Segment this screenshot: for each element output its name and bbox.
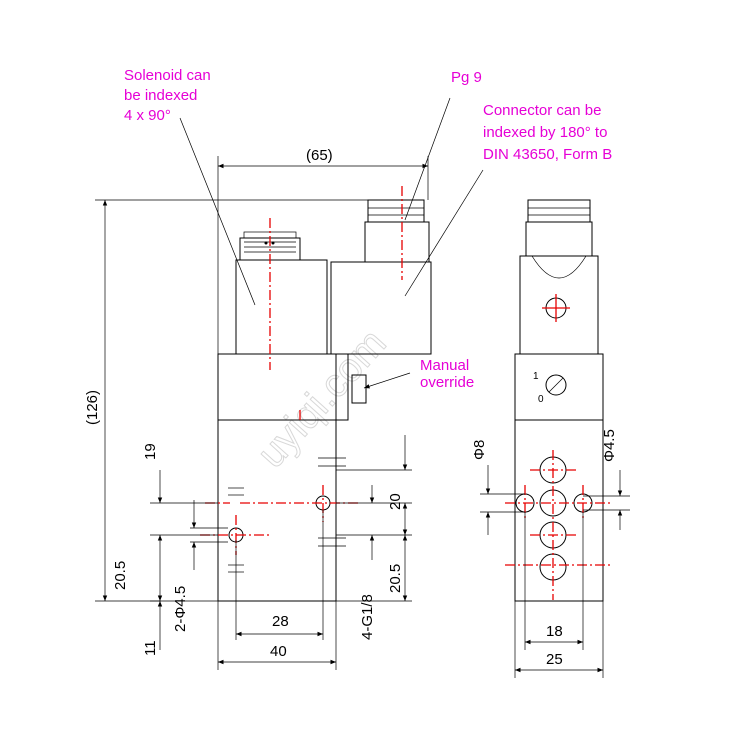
dim-20-5-left: 20.5 bbox=[112, 561, 129, 590]
note-pg9: Pg 9 bbox=[451, 69, 482, 86]
annotation-notes: Solenoid can be indexed 4 x 90° Pg 9 Con… bbox=[124, 67, 612, 391]
dim-20-right: 20 bbox=[387, 493, 404, 510]
note-connector-line2: indexed by 180° to bbox=[483, 124, 607, 141]
dim-2-phi-4-5: 2-Φ4.5 bbox=[172, 586, 189, 632]
note-manual-line1: Manual bbox=[420, 357, 469, 374]
dim-65: (65) bbox=[306, 147, 333, 164]
pg9-gland bbox=[367, 199, 425, 223]
side-dimensions bbox=[480, 465, 630, 678]
dim-4-g1-8: 4-G1/8 bbox=[359, 594, 376, 640]
override-label-0: 0 bbox=[538, 394, 544, 405]
dim-28: 28 bbox=[272, 613, 289, 630]
note-connector-line1: Connector can be bbox=[483, 102, 601, 119]
dim-20-5-right: 20.5 bbox=[387, 564, 404, 593]
dim-11: 11 bbox=[142, 640, 159, 656]
dim-phi-4-5: Φ4.5 bbox=[601, 429, 618, 462]
note-solenoid-line3: 4 x 90° bbox=[124, 107, 171, 124]
note-solenoid-line2: be indexed bbox=[124, 87, 197, 104]
connector-neck bbox=[364, 221, 430, 263]
front-dimensions bbox=[95, 156, 429, 670]
note-solenoid-line1: Solenoid can bbox=[124, 67, 211, 84]
dim-phi-8: Φ8 bbox=[471, 440, 488, 460]
dim-40: 40 bbox=[270, 643, 287, 660]
side-upper-block bbox=[514, 353, 604, 421]
dim-25: 25 bbox=[546, 651, 563, 668]
side-connector bbox=[519, 255, 599, 355]
override-dial-icon bbox=[545, 374, 567, 396]
solenoid-coil bbox=[235, 259, 328, 355]
dim-18: 18 bbox=[546, 623, 563, 640]
dimension-labels: (65) (126) 19 20.5 2-Φ4.5 11 28 40 20 20… bbox=[84, 147, 618, 668]
manual-override bbox=[351, 374, 367, 404]
note-manual-line2: override bbox=[420, 374, 474, 391]
dim-126: (126) bbox=[84, 390, 101, 425]
dim-19: 19 bbox=[142, 443, 159, 460]
note-connector-line3: DIN 43650, Form B bbox=[483, 146, 612, 163]
annotation-leaders bbox=[179, 97, 484, 389]
side-view: 1 0 bbox=[505, 199, 612, 602]
override-label-1: 1 bbox=[533, 371, 539, 382]
side-body bbox=[514, 419, 604, 602]
watermark: uyiqi.com bbox=[249, 321, 395, 476]
